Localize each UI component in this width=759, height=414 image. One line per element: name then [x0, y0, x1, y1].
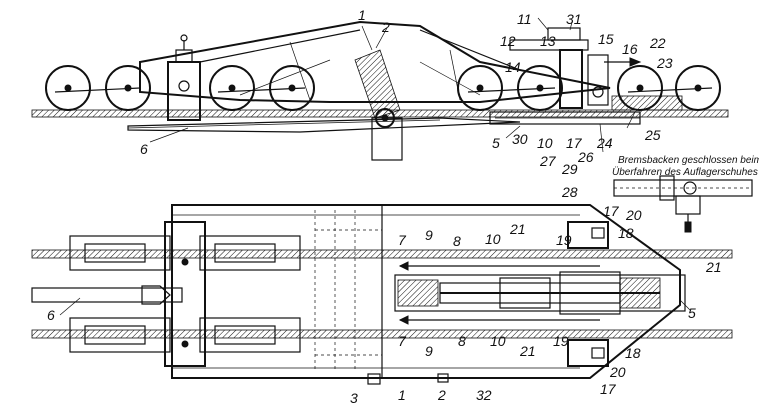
label-1: 1 [358, 7, 366, 23]
label-9-b1: 9 [425, 227, 433, 243]
caption-line1: Bremsbacken geschlossen beim [618, 155, 759, 166]
label-32: 32 [476, 387, 492, 403]
label-7-b2: 7 [398, 333, 407, 349]
brake-mechanism [489, 27, 683, 125]
label-2: 2 [381, 19, 390, 35]
pedestal [371, 117, 403, 161]
center-rail [31, 287, 183, 303]
label-21-b2: 21 [705, 259, 722, 275]
truss-frame [139, 20, 611, 103]
caption-line2: Überfahren des Auflagerschuhes [612, 166, 758, 178]
label-6-top: 6 [140, 141, 148, 157]
label-29: 29 [561, 161, 578, 177]
label-20-b1: 20 [625, 207, 642, 223]
label-6-b: 6 [47, 307, 55, 323]
label-9-b2: 9 [425, 343, 433, 359]
label-11: 11 [517, 11, 532, 27]
label-31: 31 [566, 11, 582, 27]
inset-detail: Bremsbacken geschlossen beim Überfahren … [612, 155, 759, 233]
label-20-b2: 20 [609, 364, 626, 380]
wheels-left [45, 65, 315, 111]
label-17-top: 17 [566, 135, 583, 151]
center-pivot [375, 108, 395, 128]
label-25: 25 [644, 127, 661, 143]
label-30: 30 [512, 131, 528, 147]
wheels-right [457, 65, 721, 111]
label-28: 28 [561, 184, 578, 200]
label-12: 12 [500, 33, 516, 49]
label-23: 23 [656, 55, 673, 71]
label-2-b: 2 [437, 387, 446, 403]
label-10-b2: 10 [490, 333, 506, 349]
label-8-b1: 8 [453, 233, 461, 249]
side-view [31, 20, 729, 161]
label-17-b1: 17 [603, 203, 620, 219]
bracket-lower [567, 339, 609, 367]
label-8-b2: 8 [458, 333, 466, 349]
label-21-b3: 21 [519, 343, 536, 359]
label-15: 15 [598, 31, 614, 47]
label-5-top: 5 [492, 135, 500, 151]
label-10-top: 10 [537, 135, 553, 151]
label-17-b2: 17 [600, 381, 617, 397]
central-brake-assembly [394, 261, 686, 325]
labels-top: 1 2 11 31 12 13 15 14 16 22 23 6 5 30 10… [140, 7, 673, 177]
central-strut [354, 49, 401, 119]
label-22: 22 [649, 35, 666, 51]
left-trucks [69, 221, 301, 367]
label-3: 3 [350, 390, 358, 406]
label-19-b1: 19 [556, 232, 572, 248]
labels-bottom: 28 17 20 18 7 9 8 10 21 19 21 5 6 7 9 8 … [47, 184, 722, 406]
label-26: 26 [577, 149, 594, 165]
label-19-b2: 19 [553, 333, 569, 349]
bracket-upper [567, 221, 609, 249]
label-18-b1: 18 [618, 225, 634, 241]
plan-view [31, 204, 733, 385]
label-27: 27 [539, 153, 557, 169]
label-5-b: 5 [688, 305, 696, 321]
label-16: 16 [622, 41, 638, 57]
label-13: 13 [540, 33, 556, 49]
label-24: 24 [596, 135, 613, 151]
label-21-b1: 21 [509, 221, 526, 237]
label-1-b: 1 [398, 387, 406, 403]
label-7-b1: 7 [398, 232, 407, 248]
leader-lines [59, 17, 691, 316]
plan-frame [171, 204, 681, 379]
label-18-b2: 18 [625, 345, 641, 361]
label-10-b1: 10 [485, 231, 501, 247]
label-14: 14 [505, 59, 521, 75]
